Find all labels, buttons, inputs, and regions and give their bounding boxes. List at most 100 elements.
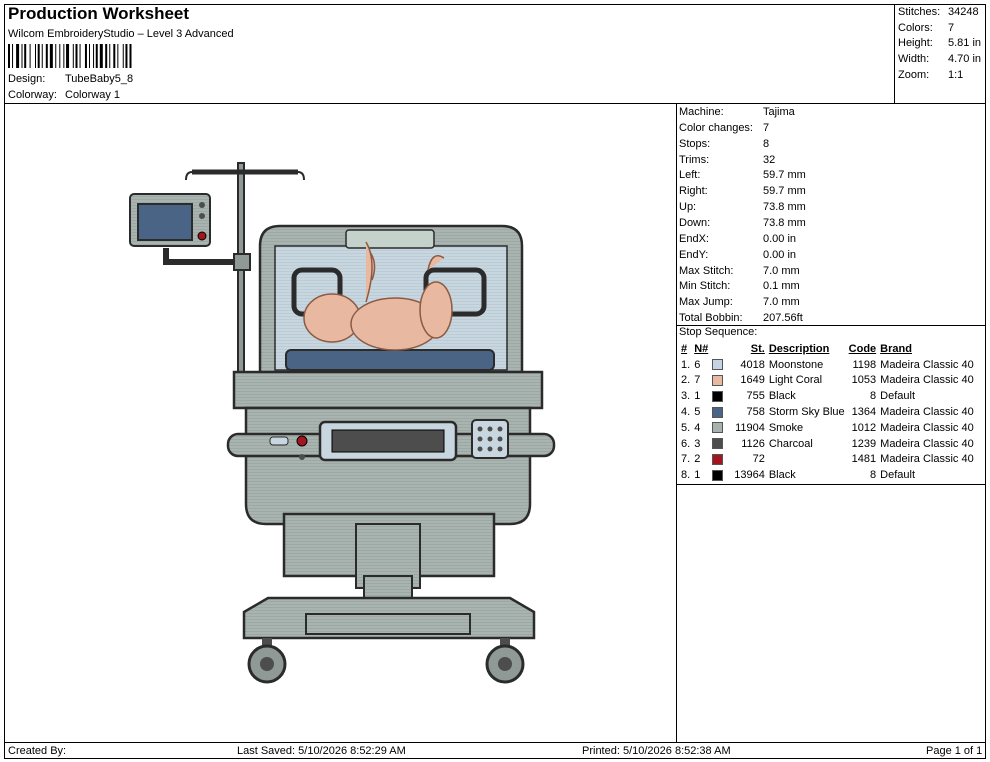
needle-number: 3 (694, 437, 701, 450)
needle-number: 1 (694, 469, 701, 482)
stitch-count: 755 (746, 390, 765, 403)
monitor (129, 193, 211, 247)
thread-color-swatch (712, 454, 724, 466)
thread-description: Light Coral (768, 374, 823, 387)
incubator-body (226, 370, 556, 526)
summary-label: Stitches: (898, 6, 941, 18)
color-swatch (710, 404, 732, 420)
thread-code: 1481 (851, 453, 877, 466)
row-number: 4. (681, 406, 691, 419)
thread-brand: Madeira Classic 40 (880, 437, 974, 450)
colorway-value: Colorway 1 (65, 89, 121, 101)
design-preview (129, 162, 556, 684)
machine-info-value: 7.0 mm (763, 264, 800, 277)
thread-description: Black (768, 390, 796, 403)
machine-info-value: 7 (763, 121, 770, 134)
machine-info-label: Min Stitch: (679, 280, 731, 293)
thread-code: 1198 (852, 358, 877, 371)
machine-info-label: Max Jump: (679, 296, 733, 309)
stitch-count: 1126 (741, 437, 765, 450)
needle-number: 7 (694, 374, 701, 387)
stitch-count: 4018 (740, 358, 765, 371)
baby (303, 241, 453, 351)
machine-info-value: 0.00 in (763, 248, 797, 261)
machine-info-value: 73.8 mm (763, 216, 806, 229)
created-by: Created By: (8, 745, 67, 757)
thread-code: 1364 (851, 406, 877, 419)
last-saved: Last Saved: 5/10/2026 8:52:29 AM (237, 745, 406, 757)
needle-number: 6 (694, 358, 701, 371)
thread-description: Smoke (768, 421, 804, 434)
summary-value: 7 (948, 21, 955, 34)
needle-number: 4 (694, 421, 701, 434)
thread-brand: Madeira Classic 40 (880, 421, 974, 434)
color-swatch (710, 388, 732, 404)
thread-color-swatch (712, 390, 724, 402)
thread-color-swatch (712, 469, 724, 481)
design-value: TubeBaby5_8 (65, 73, 134, 85)
color-swatch (710, 436, 732, 452)
thread-color-swatch (712, 422, 724, 434)
stitch-count: 11904 (735, 421, 765, 434)
thread-description (767, 452, 847, 468)
info-panel-divider (676, 103, 677, 743)
thread-color-swatch (712, 359, 724, 371)
machine-info-label: Right: (679, 185, 708, 198)
machine-info-value: Tajima (763, 106, 795, 118)
machine-info-value: 8 (763, 137, 770, 150)
thread-description: Charcoal (768, 437, 813, 450)
thread-description: Moonstone (768, 358, 824, 371)
machine-info-label: Stops: (679, 137, 711, 150)
thread-brand: Madeira Classic 40 (880, 406, 974, 419)
iv-pole (163, 162, 305, 399)
color-swatch (710, 467, 732, 483)
machine-info-label: EndY: (679, 248, 709, 261)
info-panel-bottom-line (676, 484, 986, 485)
thread-brand: Madeira Classic 40 (880, 374, 974, 387)
stop-sequence-title: Stop Sequence: (679, 326, 758, 338)
machine-info-label: Up: (679, 201, 697, 214)
software-name: Wilcom EmbroideryStudio – Level 3 Advanc… (8, 28, 234, 40)
thread-brand: Madeira Classic 40 (880, 453, 974, 466)
color-swatch (710, 357, 732, 373)
thread-brand: Default (880, 469, 916, 482)
needle-number: 5 (694, 406, 701, 419)
machine-info-label: Color changes: (679, 121, 753, 134)
col-code: Code (848, 342, 877, 355)
needle-number: 1 (694, 390, 701, 403)
stitch-count: 758 (746, 406, 765, 419)
machine-info-label: Down: (679, 216, 711, 229)
col-description: Description (768, 342, 830, 355)
row-number: 8. (681, 469, 691, 482)
row-number: 2. (681, 374, 691, 387)
stitch-count: 72 (752, 453, 765, 466)
thread-brand: Default (880, 390, 916, 403)
thread-code: 8 (870, 390, 877, 403)
printed-date: Printed: 5/10/2026 8:52:38 AM (582, 745, 731, 757)
col-stitches: St. (750, 342, 765, 355)
page-number: Page 1 of 1 (926, 745, 983, 757)
footer-box (4, 742, 986, 759)
thread-color-swatch (712, 375, 724, 387)
machine-info-value: 59.7 mm (763, 185, 806, 198)
row-number: 5. (681, 421, 691, 434)
color-swatch (710, 420, 732, 436)
machine-info-label: Max Stitch: (679, 264, 734, 277)
barcode-image (8, 44, 132, 68)
machine-info-label: Machine: (679, 106, 724, 118)
summary-label: Colors: (898, 21, 933, 34)
machine-info-value: 0.00 in (763, 232, 797, 245)
stitch-count: 1649 (740, 374, 765, 387)
machine-info-label: Left: (679, 169, 701, 182)
machine-info-value: 59.7 mm (763, 169, 806, 182)
summary-label: Height: (898, 37, 933, 50)
machine-info-value: 207.56ft (763, 312, 803, 325)
machine-info-label: Trims: (679, 153, 710, 166)
colorway-label: Colorway: (8, 89, 57, 101)
